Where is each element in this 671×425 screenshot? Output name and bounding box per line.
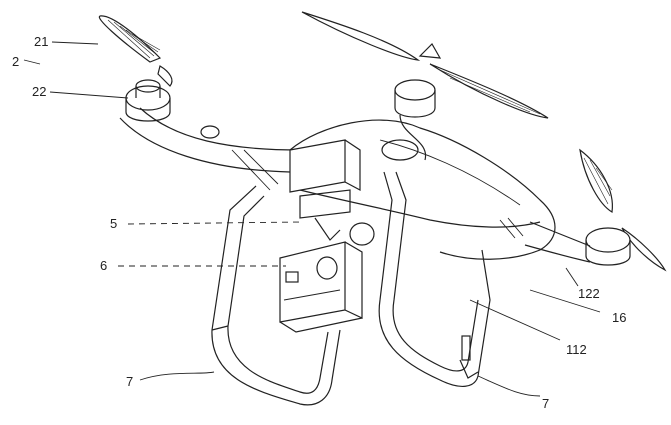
landing-gear-left [211,185,341,406]
label-112: 112 [566,342,587,357]
arm-front-left [119,107,301,191]
label-2: 2 [12,54,19,69]
label-7-left: 7 [126,374,133,389]
landing-gear-right [378,171,491,387]
label-5: 5 [110,216,117,231]
reference-labels: 21 2 22 5 6 122 16 112 7 7 [12,34,626,411]
label-16: 16 [612,310,626,325]
propeller-top [301,11,549,119]
label-7-right: 7 [542,396,549,411]
drone-body [289,119,556,260]
label-22: 22 [32,84,46,99]
leader-lines [23,41,601,397]
propeller-rear-right [579,148,667,272]
camera [279,241,363,333]
gimbal-mount [289,139,375,246]
motor-top [394,79,436,161]
motor-front-left [125,79,171,122]
propeller-front-left [98,15,173,87]
label-122: 122 [578,286,600,301]
arm-rear-right [499,217,631,266]
label-21: 21 [34,34,48,49]
label-6: 6 [100,258,107,273]
